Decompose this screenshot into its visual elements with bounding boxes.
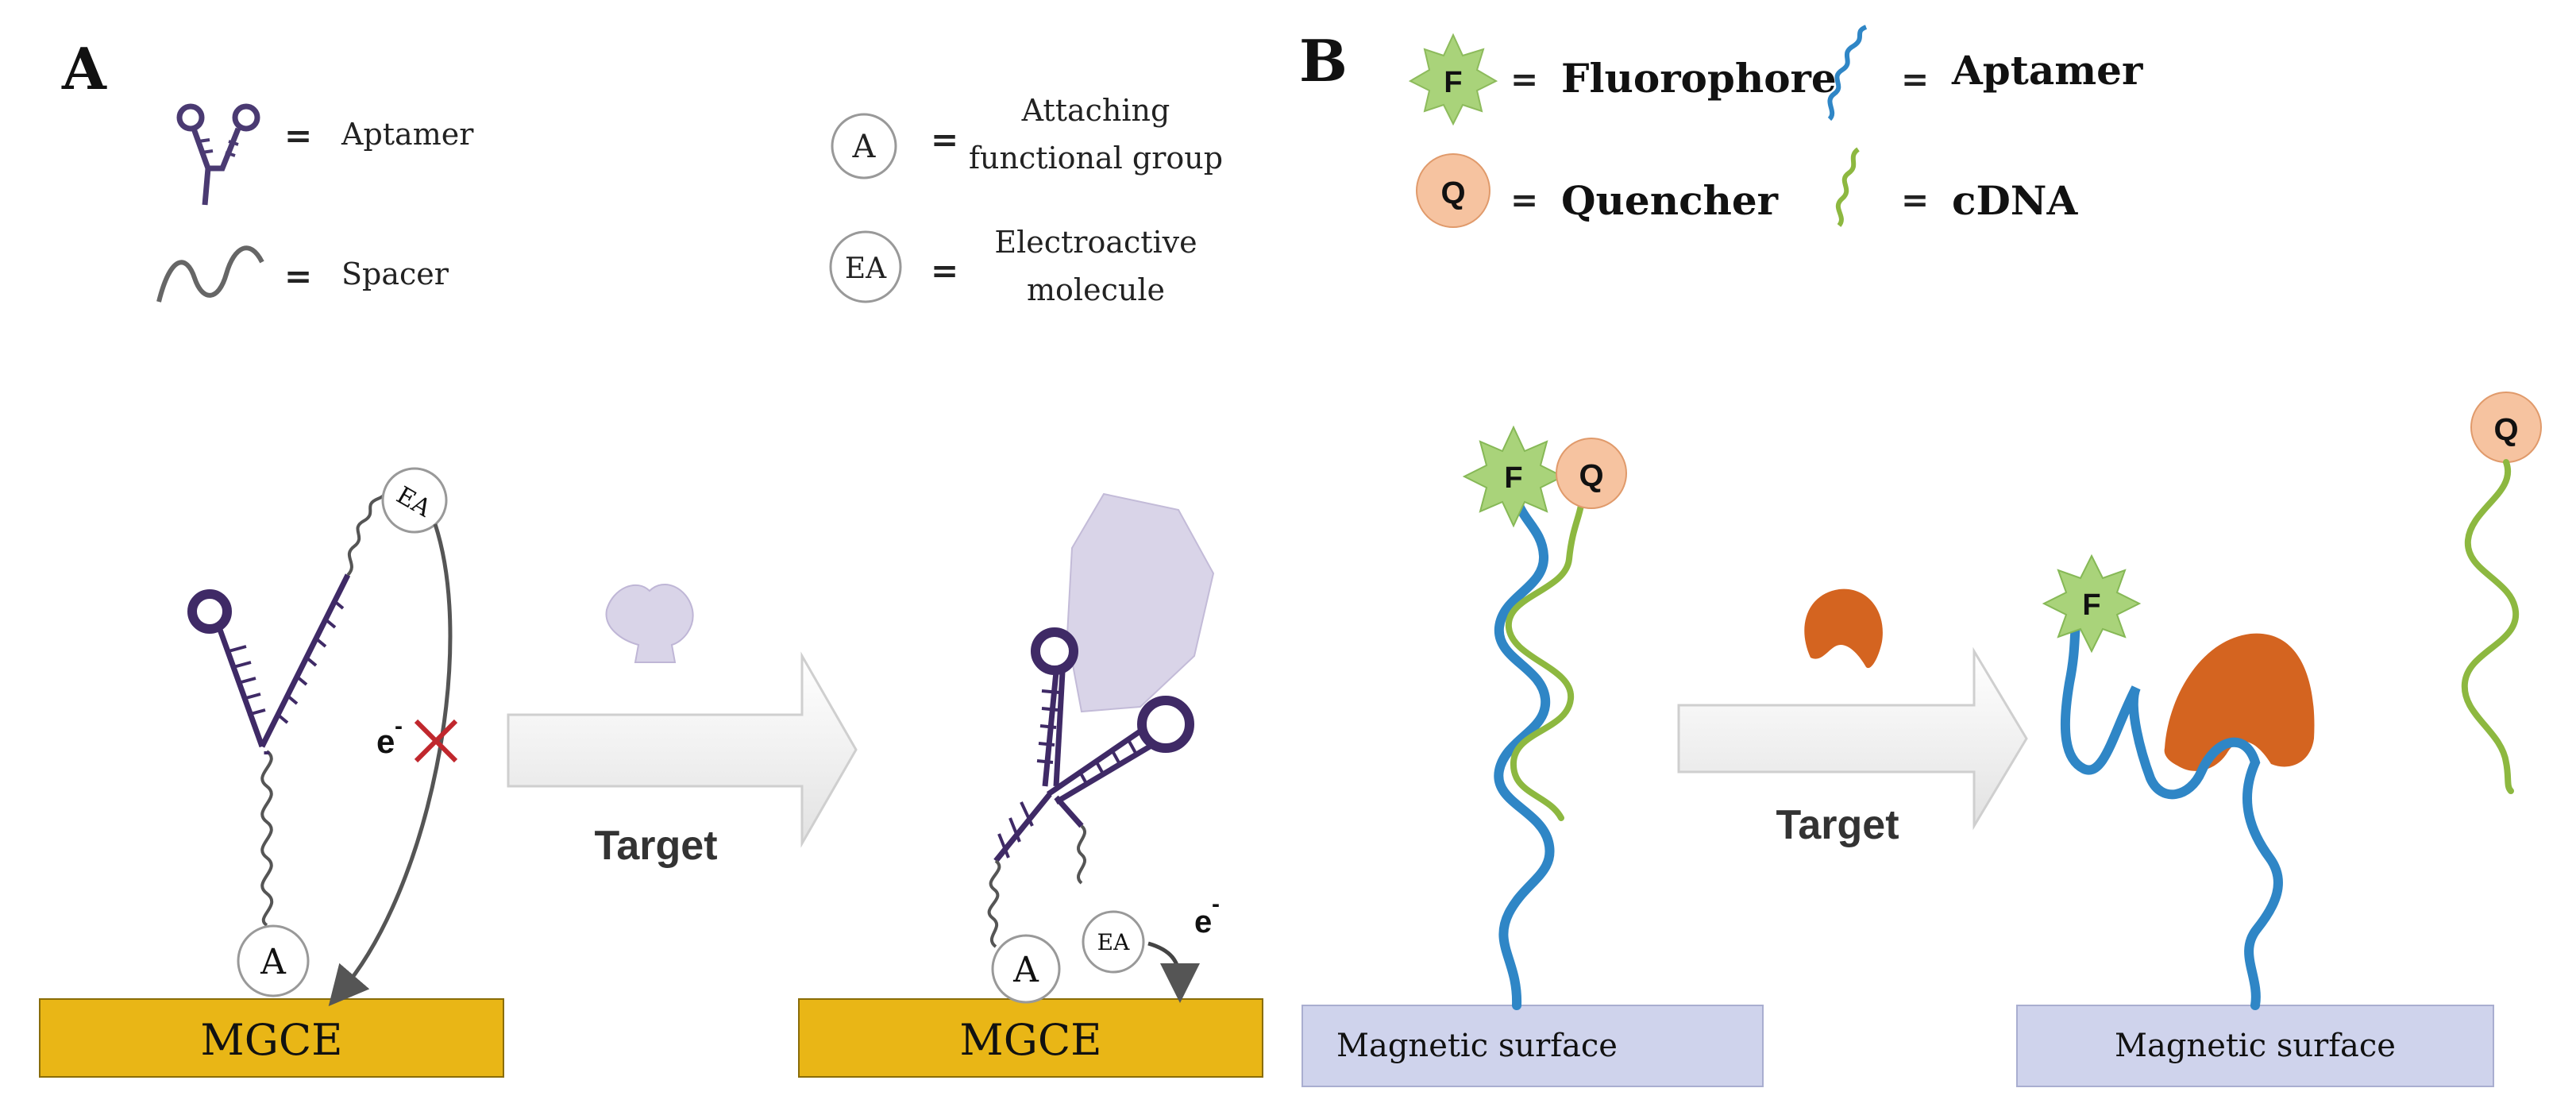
blocked-electron-arrow <box>328 523 453 1006</box>
legend-b-cdna-eq: = <box>1901 180 1929 219</box>
target-label-a: Target <box>594 823 717 869</box>
bound-target-a <box>1066 492 1215 713</box>
legend-a-attaching-eq: = <box>931 120 958 159</box>
mgce-label-left: MGCE <box>200 1015 342 1065</box>
spacer-strand-right-ea <box>1077 824 1086 885</box>
panel-a-label: A <box>61 35 107 102</box>
legend-a-ea-line2: molecule <box>1027 272 1165 307</box>
legend-a-attaching-line2: functional group <box>969 141 1223 176</box>
fluorophore-right <box>2042 554 2142 654</box>
legend-a-spacer-eq: = <box>284 257 312 295</box>
magnetic-surface-right <box>2016 1005 2494 1087</box>
legend-b-cdna-text: cDNA <box>1952 177 2079 224</box>
legend-b-f-eq: = <box>1510 60 1538 98</box>
anchor-a-right-label: A <box>1012 950 1039 990</box>
blue-strand-icon <box>1827 25 1868 122</box>
anchor-a-right <box>991 934 1061 1004</box>
legend-b-aptamer-eq: = <box>1901 60 1929 98</box>
magnetic-surface-right-label: Magnetic surface <box>2115 1028 2396 1064</box>
legend-b-q-text: Quencher <box>1561 177 1779 224</box>
spacer-strand-left <box>260 750 274 927</box>
electron-label-left: e <box>376 723 395 760</box>
fluorophore-symbol <box>1408 33 1498 126</box>
magnetic-surface-left-label: Magnetic surface <box>1336 1028 1618 1064</box>
quencher-symbol <box>1416 153 1490 228</box>
legend-b-f-symbol: F <box>1444 66 1462 99</box>
panel-b-label: B <box>1299 27 1348 95</box>
legend-a-ea-eq: = <box>931 251 958 290</box>
electron-label-right: e <box>1194 905 1212 939</box>
anchor-a-left-label: A <box>260 942 287 982</box>
target-molecule-b <box>1804 588 1883 669</box>
legend-a-spacer-text: Spacer <box>341 257 449 291</box>
spacer-strand-right-a <box>987 859 1001 948</box>
fluorophore-left <box>1462 425 1565 528</box>
legend-a-aptamer-text: Aptamer <box>341 117 474 152</box>
spacer-wave-icon <box>156 245 264 303</box>
quencher-free-label: Q <box>2493 412 2518 447</box>
cdna-strand-left <box>1505 497 1585 821</box>
fluorophore-right-label: F <box>2082 588 2100 622</box>
mgce-label-right: MGCE <box>959 1015 1101 1065</box>
panel-b: B F = Fluorophore Q = Quencher = Aptamer… <box>1299 25 2542 1087</box>
electron-sup-left: - <box>395 713 403 739</box>
legend-a-attaching-line1: Attaching <box>1021 93 1170 128</box>
legend-b-aptamer-text: Aptamer <box>1951 47 2143 94</box>
legend-b-q-symbol: Q <box>1440 176 1465 210</box>
panel-a: A = Aptamer = Spacer A = Attaching funct… <box>39 35 1263 1078</box>
legend-b-q-eq: = <box>1510 180 1538 219</box>
anchor-a-left <box>237 924 310 997</box>
aptamer-strand-left <box>1494 480 1555 1010</box>
red-x-icon <box>414 719 458 763</box>
ea-molecule-left <box>381 467 448 534</box>
attaching-group-symbol <box>831 113 897 179</box>
transition-arrow-a <box>507 651 858 848</box>
quencher-left-label: Q <box>1579 458 1603 493</box>
electroactive-symbol <box>829 230 902 303</box>
aptamer-strand-right <box>2060 623 2283 1010</box>
ea-molecule-right <box>1082 910 1145 974</box>
folded-aptamer-right <box>993 627 1194 863</box>
cdna-strand-free <box>2461 459 2520 794</box>
bound-target-b <box>2164 633 2315 771</box>
electron-sup-right: - <box>1212 891 1220 917</box>
fluorophore-left-label: F <box>1504 461 1522 495</box>
mgce-electrode-right <box>798 998 1263 1078</box>
legend-a-ea-symbol: EA <box>845 253 887 285</box>
unfolded-aptamer-left <box>187 573 351 754</box>
aptamer-hairpin-icon <box>176 103 260 206</box>
magnetic-surface-left <box>1301 1005 1764 1087</box>
legend-a-aptamer-eq: = <box>284 116 312 155</box>
mgce-electrode-left <box>39 998 504 1078</box>
electron-transfer-arrow <box>1147 941 1200 1003</box>
quencher-left <box>1556 438 1627 509</box>
legend-a-attaching-symbol: A <box>852 129 877 165</box>
legend-a-ea-line1: Electroactive <box>994 225 1197 260</box>
green-strand-icon <box>1835 147 1861 227</box>
ea-right-label: EA <box>1097 929 1130 955</box>
legend-b-f-text: Fluorophore <box>1561 55 1837 102</box>
target-molecule-a <box>605 583 694 663</box>
transition-arrow-b <box>1677 646 2028 831</box>
target-label-b: Target <box>1776 802 1899 848</box>
